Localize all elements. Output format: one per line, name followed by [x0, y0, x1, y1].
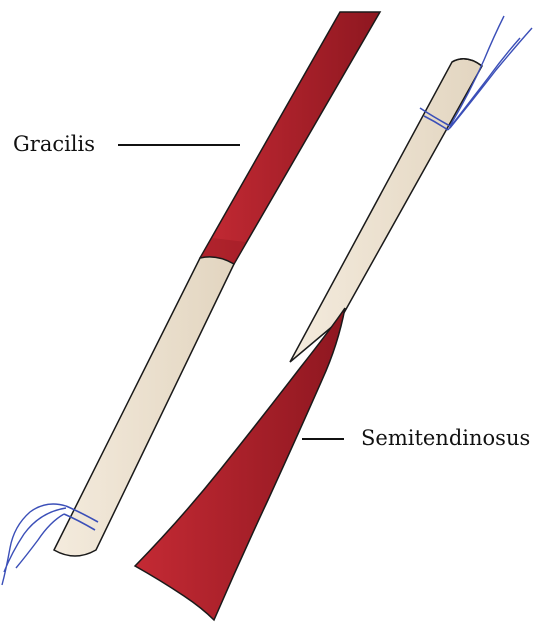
semitendinosus-label: Semitendinosus — [361, 428, 530, 449]
gracilis-label: Gracilis — [13, 134, 95, 155]
gracilis-graft — [2, 12, 380, 585]
gracilis-muscle — [200, 12, 380, 264]
